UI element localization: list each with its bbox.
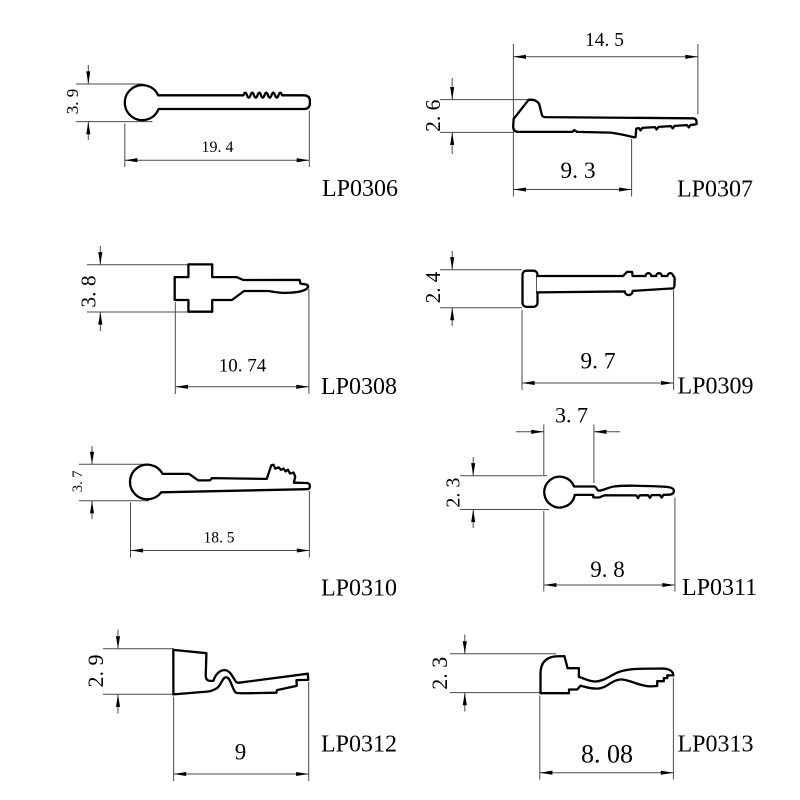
svg-text:3. 8: 3. 8 [77, 275, 101, 307]
svg-text:3. 9: 3. 9 [63, 89, 82, 115]
svg-text:9. 8: 9. 8 [590, 557, 625, 582]
svg-text:8. 08: 8. 08 [581, 740, 633, 769]
svg-text:LP0307: LP0307 [677, 177, 753, 203]
svg-text:2. 9: 2. 9 [83, 655, 108, 688]
svg-text:LP0311: LP0311 [682, 575, 757, 601]
svg-text:LP0309: LP0309 [678, 374, 754, 400]
svg-text:9. 7: 9. 7 [580, 349, 616, 375]
svg-text:2. 3: 2. 3 [427, 657, 452, 690]
svg-text:3. 7: 3. 7 [70, 471, 86, 493]
svg-text:18. 5: 18. 5 [204, 530, 235, 547]
svg-text:9. 3: 9. 3 [560, 158, 595, 184]
svg-text:9: 9 [235, 740, 247, 765]
svg-text:10. 74: 10. 74 [219, 356, 267, 377]
svg-text:LP0310: LP0310 [321, 576, 397, 602]
svg-text:19. 4: 19. 4 [202, 139, 234, 156]
svg-text:LP0312: LP0312 [321, 732, 397, 758]
svg-text:3. 7: 3. 7 [555, 403, 588, 428]
svg-text:2. 4: 2. 4 [421, 271, 445, 303]
svg-text:2. 3: 2. 3 [442, 478, 464, 508]
svg-text:14. 5: 14. 5 [585, 30, 624, 51]
svg-text:LP0306: LP0306 [322, 176, 398, 202]
svg-text:LP0313: LP0313 [678, 732, 754, 758]
svg-text:LP0308: LP0308 [321, 374, 397, 400]
svg-text:2. 6: 2. 6 [421, 99, 445, 132]
